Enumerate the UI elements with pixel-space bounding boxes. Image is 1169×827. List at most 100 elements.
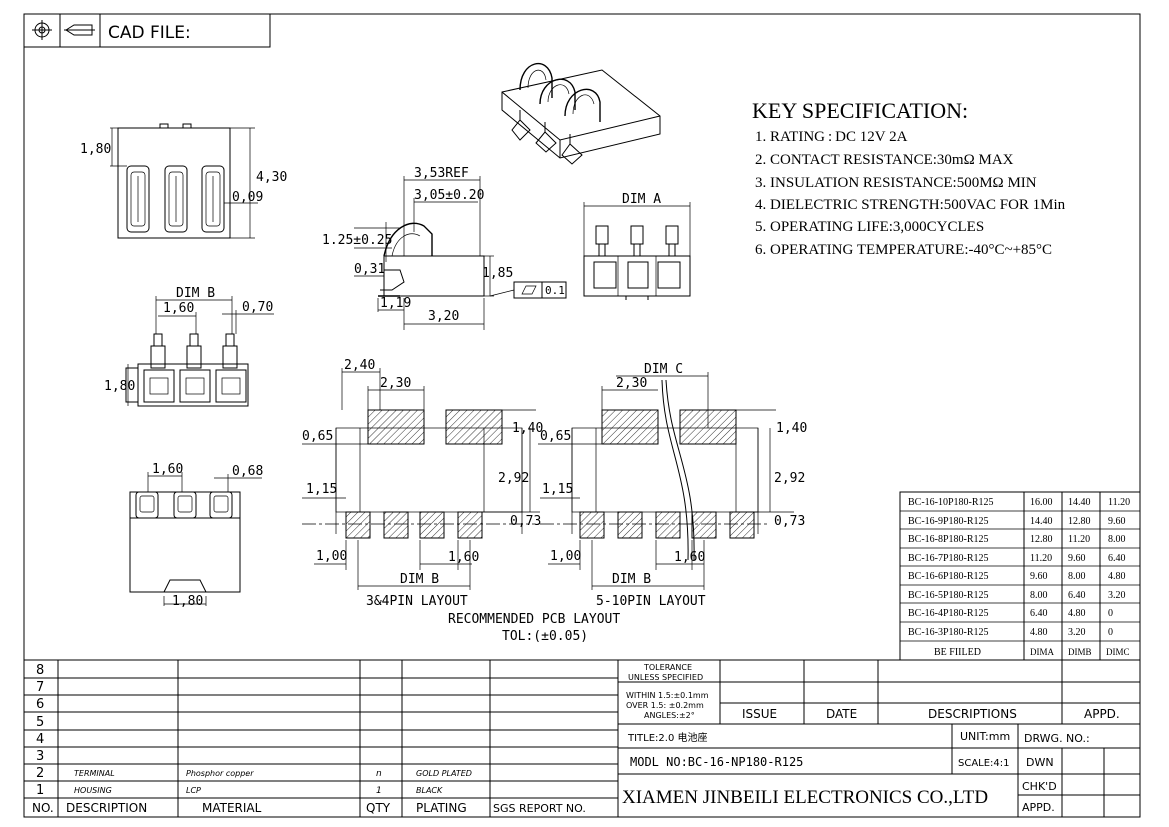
dim-top-1-80: 1,80: [80, 142, 111, 157]
key-specification: KEY SPECIFICATION: 1. RATING : DC 12V 2A…: [752, 98, 1066, 258]
dim-side-3-05: 3,05±0.20: [414, 188, 484, 203]
table-footer-dimc: DIMC: [1106, 647, 1130, 657]
table-dimc: 8.00: [1108, 534, 1126, 545]
tolerance-label: TOLERANCE: [643, 663, 692, 672]
pcb-pad-2: [383, 511, 409, 539]
dim-c-label: DIM C: [644, 362, 683, 377]
layout-3-4-pin-label: 3&4PIN LAYOUT: [366, 594, 468, 609]
date-label: DATE: [826, 707, 857, 721]
bom-plating: BLACK: [416, 786, 443, 795]
bom-material: LCP: [186, 786, 201, 795]
flatness-value: 0.1: [545, 284, 565, 297]
pcb-pad-3: [419, 511, 445, 539]
dim-r-2-30: 2,30: [616, 376, 647, 391]
dim-side-1-85: 1,85: [482, 266, 513, 281]
dim-r-1-15: 1,15: [542, 482, 573, 497]
pcb-pad-5: [729, 511, 755, 539]
table-dimc: 6.40: [1108, 553, 1126, 564]
table-dimb: 3.20: [1068, 627, 1086, 638]
table-row: BC-16-7P180-R125 11.20 9.60 6.40: [908, 553, 1126, 564]
dim-l-1-40: 1,40: [512, 421, 543, 436]
bom-header-material: MATERIAL: [202, 801, 262, 815]
bom-row-number: 4: [36, 732, 44, 747]
bom-header-no: NO.: [32, 801, 54, 815]
pcb-pad-top-left: [367, 409, 425, 445]
top-view-contact-2: [164, 165, 188, 233]
table-dimb: 11.20: [1068, 534, 1090, 545]
dim-r-1-00: 1,00: [550, 549, 581, 564]
dim-r-2-92: 2,92: [774, 471, 805, 486]
dim-f-1-80: 1,80: [172, 594, 203, 609]
key-spec-item: 2. CONTACT RESISTANCE:30mΩ MAX: [755, 152, 1014, 168]
table-dima: 16.00: [1030, 497, 1053, 508]
cad-file-label: CAD FILE:: [108, 23, 191, 43]
pcb-pad-4: [457, 511, 483, 539]
table-dimc: 0: [1108, 608, 1113, 619]
pcb-pad-1: [579, 511, 605, 539]
dim-b-top-label: DIM B: [176, 286, 215, 301]
bom-row-number: 8: [36, 663, 44, 678]
top-view-contact-1: [126, 165, 150, 233]
dim-top-4-30: 4,30: [256, 170, 287, 185]
dim-l-1-15: 1,15: [306, 482, 337, 497]
bom-plating: GOLD PLATED: [416, 769, 472, 778]
dim-b-1-60: 1,60: [163, 301, 194, 316]
table-part: BC-16-3P180-R125: [908, 627, 989, 638]
bom-item-row: TERMINAL Phosphor copper n GOLD PLATED: [74, 769, 472, 779]
table-dimb: 8.00: [1068, 571, 1086, 582]
drawing-border: [23, 13, 1141, 818]
dim-b-1-80: 1,80: [104, 379, 135, 394]
table-part: BC-16-7P180-R125: [908, 553, 989, 564]
table-dima: 11.20: [1030, 553, 1052, 564]
dim-r-dim-b: DIM B: [612, 572, 651, 587]
table-dimc: 4.80: [1108, 571, 1126, 582]
bom-header-description: DESCRIPTION: [66, 801, 147, 815]
bom-table: 8 7 6 5 4 3 2 1 TERMINAL Phosphor copper…: [24, 659, 619, 817]
bom-material: Phosphor copper: [186, 769, 254, 778]
dim-l-2-40: 2,40: [344, 358, 375, 373]
table-dima: 4.80: [1030, 627, 1048, 638]
issue-label: ISSUE: [742, 707, 777, 721]
table-dima: 9.60: [1030, 571, 1048, 582]
pcb-layout-tolerance: TOL:(±0.05): [502, 629, 588, 644]
table-dimb: 9.60: [1068, 553, 1086, 564]
table-row: BC-16-5P180-R125 8.00 6.40 3.20: [908, 590, 1126, 601]
dim-f-1-60: 1,60: [152, 462, 183, 477]
bom-qty: 1: [376, 786, 382, 796]
bom-header-row: NO. DESCRIPTION MATERIAL QTY PLATING SGS…: [32, 801, 586, 815]
table-row: BC-16-4P180-R125 6.40 4.80 0: [908, 608, 1113, 619]
table-dimb: 12.80: [1068, 516, 1091, 527]
pcb-pad-top-right: [445, 409, 503, 445]
top-view-contact-3: [201, 165, 225, 233]
table-part: BC-16-9P180-R125: [908, 516, 989, 527]
bom-header-qty: QTY: [366, 801, 391, 815]
pcb-layout-5-10-pin: DIM C 2,30 0,65 1,40 2,92 1,15 0,73 1,00…: [538, 362, 807, 609]
dim-side-1-25: 1.25±0.25: [322, 233, 392, 248]
dim-l-1-60: 1,60: [448, 550, 479, 565]
dim-a-label: DIM A: [622, 192, 661, 207]
dim-top-0-09: 0,09: [232, 190, 263, 205]
table-part: BC-16-8P180-R125: [908, 534, 989, 545]
dim-side-0-31: 0,31: [354, 262, 385, 277]
top-view: 1,80 4,30 0,09: [80, 123, 287, 239]
key-spec-item: 3. INSULATION RESISTANCE:500MΩ MIN: [755, 175, 1037, 191]
title-label: TITLE:2.0 电池座: [627, 731, 708, 744]
pcb-layout-title: RECOMMENDED PCB LAYOUT: [448, 612, 620, 627]
key-spec-item: 1. RATING : DC 12V 2A: [755, 129, 908, 145]
flatness-tolerance: 0.1: [489, 281, 567, 299]
bom-qty: n: [376, 769, 382, 779]
front-view-dim-a: DIM A: [583, 192, 691, 300]
table-dimc: 11.20: [1108, 497, 1130, 508]
table-footer-label: BE FIILED: [934, 647, 981, 658]
table-footer-dimb: DIMB: [1068, 647, 1092, 657]
dim-l-0-73: 0,73: [510, 514, 541, 529]
tolerance-over: OVER 1.5: ±0.2mm: [626, 701, 704, 710]
table-part: BC-16-5P180-R125: [908, 590, 989, 601]
key-spec-title: KEY SPECIFICATION:: [752, 98, 968, 123]
dim-r-0-73: 0,73: [774, 514, 805, 529]
isometric-view: [501, 62, 661, 165]
dim-r-0-65: 0,65: [540, 429, 571, 444]
bom-row-number: 1: [36, 783, 44, 798]
dim-side-3-20: 3,20: [428, 309, 459, 324]
